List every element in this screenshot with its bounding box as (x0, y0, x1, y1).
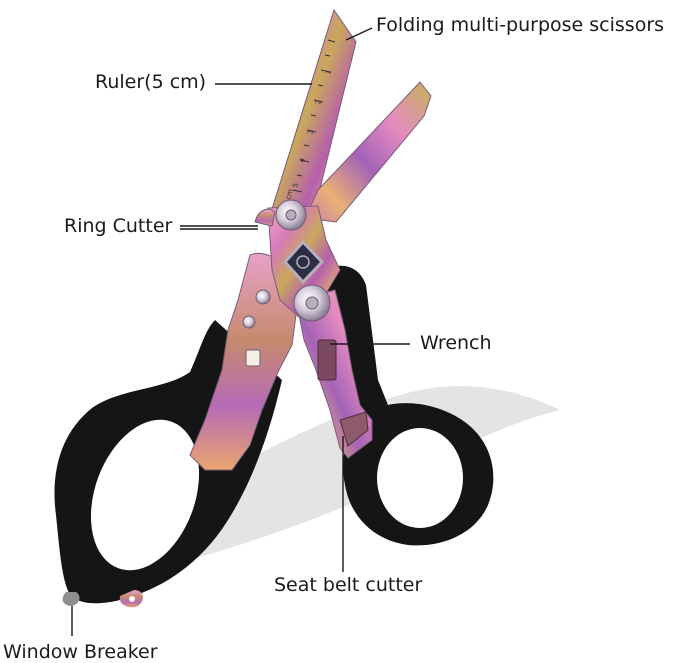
left-handle-hole (90, 419, 200, 571)
leader-lines (71, 27, 410, 636)
ruler-tick-4: 4 (298, 157, 307, 164)
right-handle (322, 265, 494, 546)
ruler-tick-1: 1 (324, 69, 333, 75)
label-ring-cutter: Ring Cutter (64, 215, 173, 237)
ruler-tick-unit: cm (284, 188, 295, 201)
ruler-tick-5: 5 (291, 182, 300, 188)
wrench-slot (317, 339, 337, 381)
pivot-assembly (267, 199, 341, 322)
label-window-breaker: Window Breaker (3, 641, 158, 663)
window-breaker-tip (62, 590, 143, 608)
label-ruler: Ruler(5 cm) (95, 71, 207, 93)
ring-cutter-hook (254, 208, 276, 227)
label-folding-scissors: Folding multi-purpose scissors (376, 14, 665, 36)
right-metal-body (295, 289, 373, 459)
left-metal-body (189, 253, 299, 471)
upper-right-blade (304, 81, 432, 223)
right-handle-hole (377, 428, 463, 528)
ruler-tick-2: 2 (314, 99, 323, 105)
label-seat-belt-cutter: Seat belt cutter (274, 574, 423, 596)
seat-belt-cutter-notch (339, 411, 369, 447)
ruler-tick-3: 3 (306, 129, 315, 135)
label-wrench: Wrench (420, 332, 492, 354)
release-button-triangle (282, 239, 325, 285)
leader-folding (345, 27, 373, 41)
